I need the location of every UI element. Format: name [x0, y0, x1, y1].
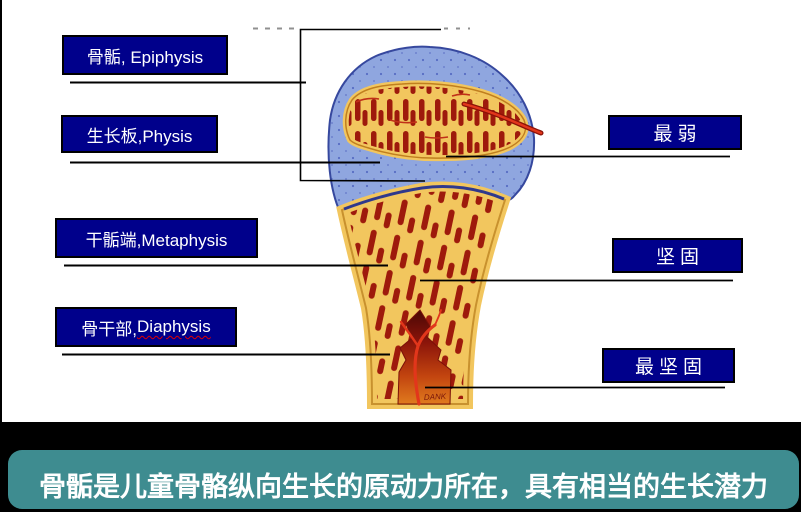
label-strong: 坚固	[612, 238, 743, 273]
label-strongest: 最坚固	[602, 348, 735, 383]
medullary-cavity: DANK	[397, 309, 452, 406]
epiphyseal-artery	[461, 101, 544, 136]
label-diaphysis-text-en: Diaphysis	[137, 317, 211, 336]
label-weakest: 最弱	[608, 115, 742, 150]
label-weakest-text: 最弱	[653, 124, 702, 145]
label-epiphysis: 骨骺, Epiphysis	[62, 35, 228, 75]
label-metaphysis-text: 干骺端,Metaphysis	[85, 230, 228, 250]
label-epiphysis-text: 骨骺, Epiphysis	[86, 47, 204, 67]
bone-shaft	[336, 181, 512, 409]
label-strong-text: 坚固	[655, 247, 704, 268]
bone-illustration: DANK	[327, 45, 544, 409]
caption-bar: 骨骺是儿童骨骼纵向生长的原动力所在，具有相当的生长潜力	[8, 450, 799, 509]
label-strongest-text: 最坚固	[634, 357, 707, 378]
label-diaphysis-text-cn: 骨干部,	[81, 319, 138, 339]
artist-signature: DANK	[424, 392, 447, 402]
label-physis: 生长板,Physis	[61, 115, 218, 153]
left-edge-sliver	[0, 0, 2, 422]
label-diaphysis: 骨干部,Diaphysis	[55, 307, 237, 347]
nutrient-artery	[399, 309, 442, 406]
physis-line	[343, 185, 505, 211]
label-metaphysis: 干骺端,Metaphysis	[55, 218, 258, 258]
caption-text: 骨骺是儿童骨骼纵向生长的原动力所在，具有相当的生长潜力	[39, 471, 768, 502]
label-physis-text: 生长板,Physis	[86, 126, 193, 146]
